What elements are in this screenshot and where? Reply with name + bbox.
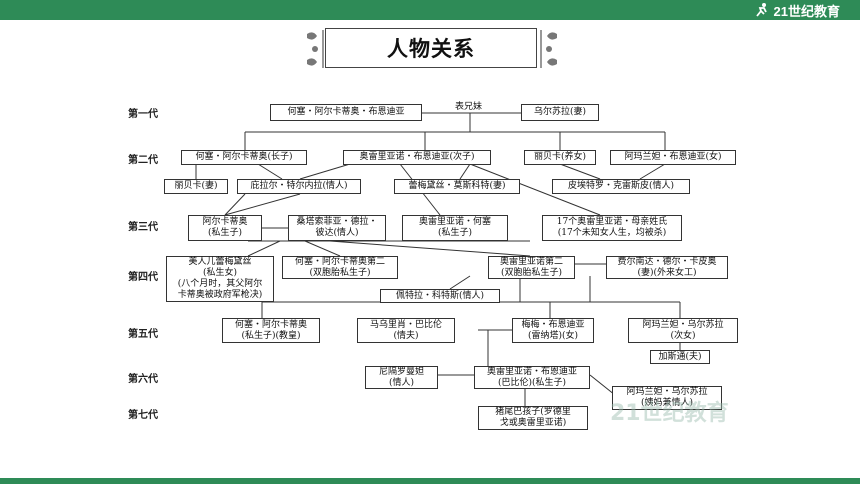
- node-text: 奥雷里亚诺・布恩迪亚(次子): [359, 152, 475, 162]
- node-text: 奥雷里亚诺第二: [499, 256, 563, 267]
- node-text: (私生子): [437, 228, 473, 238]
- person-jose-arcadio-buendia: 何塞・阿尔卡蒂奥・布恩迪亚: [270, 104, 422, 121]
- generation-label-6: 第六代: [128, 374, 158, 385]
- person-seventeen-aurelianos: 17个奥雷里亚诺・母亲姓氏 (17个未知女人生，均被杀): [542, 215, 682, 241]
- node-text: 何塞・阿尔卡蒂奥第二: [294, 256, 385, 267]
- node-text: (雷纳塔)(女): [527, 330, 579, 341]
- node-text: 尼隔罗曼妲: [378, 366, 424, 377]
- node-text: (私生子): [207, 228, 243, 238]
- node-text: 皮埃特罗・克雷斯皮(情人): [567, 181, 675, 191]
- ornament-right-icon: [540, 30, 557, 68]
- node-text: (八个月时，其父阿尔: [177, 279, 263, 289]
- person-santa-sofia: 桑塔索菲亚・德拉・ 彼达(情人): [288, 215, 386, 241]
- person-jose-arcadio-eldest: 何塞・阿尔卡蒂奥(长子): [181, 150, 307, 165]
- person-rebeca-adopted: 丽贝卡(养女): [524, 150, 596, 165]
- node-text: 阿玛兰妲・乌尔苏拉: [626, 387, 708, 397]
- node-text: (情夫): [393, 330, 419, 341]
- node-text: 戈或奥雷里亚诺): [499, 418, 567, 428]
- node-text: 佩特拉・科特斯(情人): [395, 290, 485, 301]
- person-jose-arcadio-fifth: 何塞・阿尔卡蒂奥 (私生子)(教皇): [222, 318, 320, 343]
- node-text: 卡蒂奥被政府军枪决): [177, 290, 263, 300]
- node-text: 丽贝卡(养女): [533, 152, 587, 162]
- person-pietro-crespi: 皮埃特罗・克雷斯皮(情人): [552, 179, 690, 194]
- node-text: 17个奥雷里亚诺・母亲姓氏: [556, 217, 668, 227]
- generation-label-7: 第七代: [128, 410, 158, 421]
- person-jose-arcadio-segundo: 何塞・阿尔卡蒂奥第二 (双胞胎私生子): [282, 256, 398, 279]
- generation-label-2: 第二代: [128, 155, 158, 166]
- node-text: 何塞・阿尔卡蒂奥: [234, 319, 307, 330]
- title-box: 人物关系: [325, 28, 537, 68]
- node-text: (姨妈兼情人): [640, 398, 694, 408]
- person-aureliano-second-son: 奥雷里亚诺・布恩迪亚(次子): [343, 150, 491, 165]
- node-text: 加斯通(夫): [658, 351, 702, 362]
- generation-label-4: 第四代: [128, 272, 158, 283]
- logo-text: 21世纪教育: [773, 3, 840, 19]
- person-gaston: 加斯通(夫): [650, 350, 710, 364]
- generation-label-5: 第五代: [128, 329, 158, 340]
- node-text: 何塞・阿尔卡蒂奥・布恩迪亚: [287, 107, 405, 117]
- person-remedios-the-beauty: 美人儿蕾梅黛丝 (私生女) (八个月时，其父阿尔 卡蒂奥被政府军枪决): [166, 256, 274, 302]
- person-aureliano-jose: 奥雷里亚诺・何塞 (私生子): [402, 215, 508, 241]
- node-text: (私生女): [202, 268, 238, 278]
- node-text: 乌尔苏拉(妻): [533, 107, 587, 117]
- person-ursula: 乌尔苏拉(妻): [521, 104, 599, 121]
- node-text: (双胞胎私生子): [500, 267, 563, 278]
- person-pilar-ternera: 庇拉尔・特尔内拉(情人): [237, 179, 361, 194]
- node-text: 丽贝卡(妻): [174, 181, 218, 191]
- person-rebeca-wife: 丽贝卡(妻): [164, 179, 228, 194]
- generation-label-1: 第一代: [128, 109, 158, 120]
- node-text: 庇拉尔・特尔内拉(情人): [250, 181, 348, 191]
- top-brand-bar: 21世纪教育: [0, 0, 860, 20]
- node-text: 梅梅・布恩迪亚: [521, 319, 585, 330]
- node-text: 猪尾巴孩子(罗德里: [495, 407, 571, 417]
- node-text: 阿玛兰妲・布恩迪亚(女): [624, 152, 722, 162]
- node-text: (双胞胎私生子): [309, 267, 371, 278]
- node-text: 奥雷里亚诺・布恩迪亚: [486, 366, 577, 377]
- node-text: (17个未知女人生，均被杀): [557, 228, 667, 238]
- person-mauricio-babilonia: 马乌里肖・巴比伦 (情夫): [357, 318, 455, 343]
- person-nigromanta: 尼隔罗曼妲 (情人): [365, 366, 438, 389]
- node-text: 奥雷里亚诺・何塞: [418, 217, 491, 227]
- node-text: 桑塔索菲亚・德拉・: [296, 217, 378, 227]
- person-fernanda-del-carpio: 费尔南达・德尔・卡皮奥 (妻)(外来女工): [606, 256, 728, 279]
- node-text: (次女): [670, 330, 696, 341]
- person-remedios-moscote: 蕾梅黛丝・莫斯科特(妻): [394, 179, 520, 194]
- page-title: 人物关系: [387, 37, 475, 61]
- node-text: 何塞・阿尔卡蒂奥(长子): [195, 152, 293, 162]
- person-arcadio: 阿尔卡蒂奥 (私生子): [188, 215, 262, 241]
- node-text: 阿尔卡蒂奥: [202, 217, 248, 227]
- node-text: 蕾梅黛丝・莫斯科特(妻): [408, 181, 506, 191]
- person-aureliano-segundo: 奥雷里亚诺第二 (双胞胎私生子): [488, 256, 575, 279]
- person-aureliano-babilonia: 奥雷里亚诺・布恩迪亚 (巴比伦)(私生子): [474, 366, 590, 389]
- person-amaranta-ursula: 阿玛兰妲・乌尔苏拉 (次女): [628, 318, 738, 343]
- node-text: 马乌里肖・巴比伦: [369, 319, 442, 330]
- person-pig-tail-child: 猪尾巴孩子(罗德里 戈或奥雷里亚诺): [478, 406, 588, 430]
- node-text: (私生子)(教皇): [241, 330, 301, 341]
- node-text: (妻)(外来女工): [637, 267, 697, 278]
- node-text: 阿玛兰妲・乌尔苏拉: [642, 319, 724, 330]
- node-text: (情人): [388, 377, 415, 388]
- relation-label-cousins: 表兄妹: [455, 102, 483, 112]
- runner-icon: [755, 3, 767, 17]
- person-petra-cotes: 佩特拉・科特斯(情人): [380, 289, 500, 303]
- bottom-brand-bar: [0, 478, 860, 484]
- node-text: 美人儿蕾梅黛丝: [188, 257, 252, 267]
- watermark: 21世纪教育: [610, 401, 729, 426]
- node-text: 彼达(情人): [315, 228, 359, 238]
- node-text: (巴比伦)(私生子): [497, 377, 567, 388]
- person-amaranta: 阿玛兰妲・布恩迪亚(女): [610, 150, 736, 165]
- person-meme: 梅梅・布恩迪亚 (雷纳塔)(女): [512, 318, 594, 343]
- ornament-left-icon: [307, 30, 324, 68]
- generation-label-3: 第三代: [128, 222, 158, 233]
- brand-logo: 21世纪教育: [754, 1, 840, 19]
- title-banner: 人物关系: [303, 24, 561, 74]
- person-amaranta-ursula-lover: 阿玛兰妲・乌尔苏拉 (姨妈兼情人): [612, 386, 722, 410]
- node-text: 费尔南达・德尔・卡皮奥: [617, 256, 717, 267]
